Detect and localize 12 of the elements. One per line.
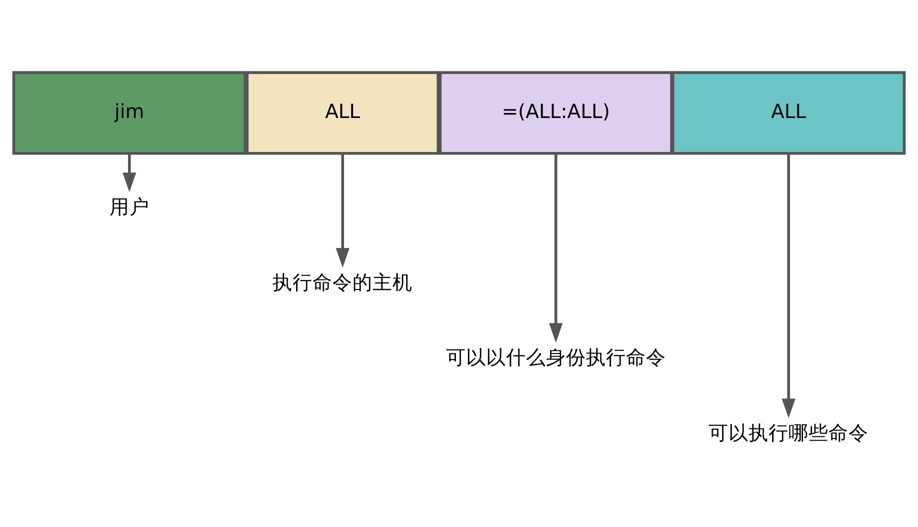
arrow [549, 153, 563, 343]
arrow [782, 153, 796, 418]
node-box: =(ALL:ALL) [438, 71, 673, 155]
node-box: ALL [672, 71, 906, 155]
node-text: 执行命令的主机 [272, 270, 413, 294]
node-text: 用户 [109, 196, 150, 219]
node-text: 可以以什么身份执行命令 [446, 346, 666, 370]
node-text: 可以执行哪些命令 [708, 421, 869, 444]
arrow [122, 154, 136, 192]
node-box: jim [12, 71, 246, 155]
node-box: ALL [246, 71, 440, 155]
arrow [336, 154, 350, 268]
